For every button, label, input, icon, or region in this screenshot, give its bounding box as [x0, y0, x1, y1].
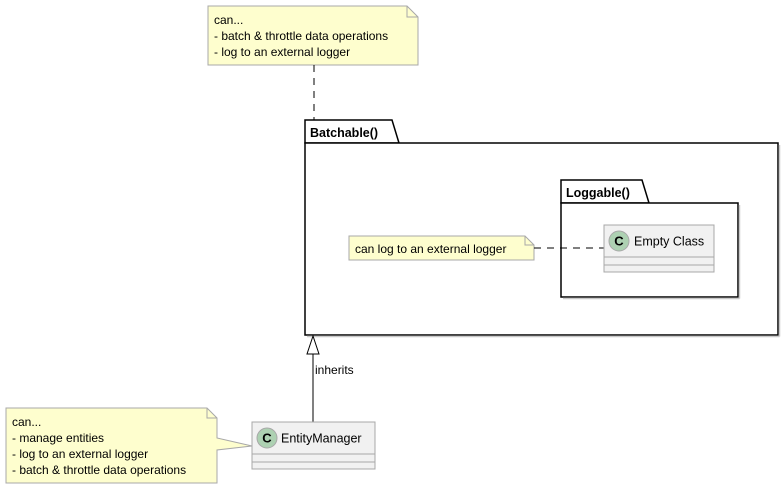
bottom-note-fold — [206, 408, 217, 419]
inner-note-fold — [524, 236, 534, 246]
inheritance-relation: inherits — [306, 334, 354, 422]
batchable-package-title: Batchable() — [310, 126, 378, 140]
top-note-line: can... — [214, 13, 243, 27]
inner-note: can log to an external logger — [348, 235, 535, 261]
class-icon — [256, 427, 278, 449]
empty-class: C Empty Class — [603, 224, 715, 273]
bottom-note: can... - manage entities - log to an ext… — [5, 407, 253, 484]
inheritance-label: inherits — [315, 363, 354, 377]
bottom-note-line: - manage entities — [12, 431, 104, 445]
loggable-package-title: Loggable() — [566, 186, 630, 200]
bottom-note-line: - log to an external logger — [12, 447, 148, 461]
inner-note-text: can log to an external logger — [355, 242, 506, 256]
top-note-line: - batch & throttle data operations — [214, 29, 388, 43]
entity-manager-name: EntityManager — [281, 432, 362, 446]
entity-manager-class: C EntityManager — [251, 421, 376, 470]
inheritance-arrowhead — [306, 334, 320, 355]
top-note-shape — [207, 5, 419, 66]
bottom-note-line: - batch & throttle data operations — [12, 463, 186, 477]
top-note-fold — [406, 6, 418, 18]
bottom-note-shape — [5, 407, 253, 484]
class-icon-letter: C — [262, 431, 272, 446]
class-icon-letter: C — [614, 234, 624, 249]
top-note: can... - batch & throttle data operation… — [207, 5, 419, 66]
class-icon — [608, 230, 630, 252]
bottom-note-line: can... — [12, 415, 41, 429]
inner-note-shape — [348, 235, 535, 261]
top-note-line: - log to an external logger — [214, 45, 350, 59]
empty-class-name: Empty Class — [634, 235, 704, 249]
